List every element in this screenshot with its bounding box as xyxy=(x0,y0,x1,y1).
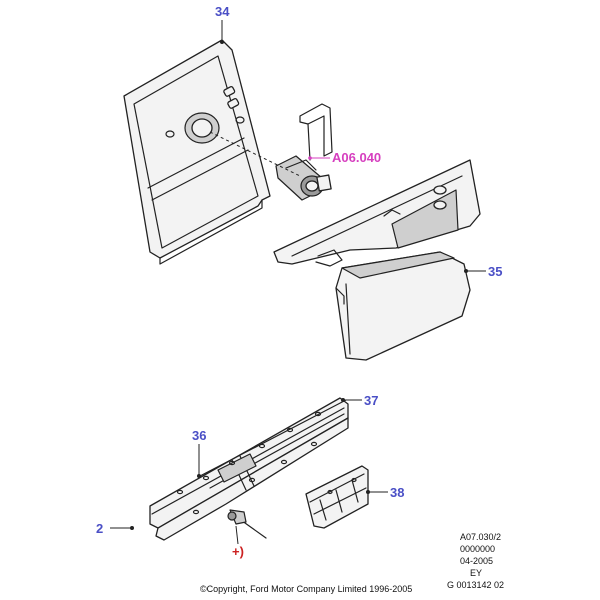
lock-cylinder xyxy=(275,155,332,201)
callout-37: 37 xyxy=(341,393,378,408)
callout-38: 38 xyxy=(366,485,404,500)
meta-line-4: EY xyxy=(470,568,482,578)
svg-text:35: 35 xyxy=(488,264,502,279)
note-mark: +) xyxy=(232,544,244,559)
rivet xyxy=(227,509,267,545)
meta-line-1: A07.030/2 xyxy=(460,532,501,542)
rail-holes xyxy=(176,411,322,515)
lock-clip xyxy=(299,103,333,161)
svg-text:2: 2 xyxy=(96,521,103,536)
meta-line-5: G 0013142 02 xyxy=(447,580,504,590)
metadata-block: A07.030/2 0000000 04-2005 EY G 0013142 0… xyxy=(447,532,504,590)
part-34-bracket-plate xyxy=(123,39,271,265)
reference-label: A06.040 xyxy=(332,150,381,165)
svg-text:38: 38 xyxy=(390,485,404,500)
callout-34: 34 xyxy=(215,4,230,44)
callout-2: 2 xyxy=(96,521,134,536)
part-35-tray xyxy=(273,159,481,361)
callout-35: 35 xyxy=(464,264,502,279)
meta-line-2: 0000000 xyxy=(460,544,495,554)
svg-text:37: 37 xyxy=(364,393,378,408)
svg-text:36: 36 xyxy=(192,428,206,443)
dashed-axis-line xyxy=(209,131,301,177)
callout-36: 36 xyxy=(192,428,206,478)
reference-a06-040: A06.040 xyxy=(308,150,381,165)
svg-text:34: 34 xyxy=(215,4,230,19)
part-38-small-bracket xyxy=(305,465,369,529)
meta-line-3: 04-2005 xyxy=(460,556,493,566)
part-36-rail xyxy=(149,397,349,541)
copyright: ©Copyright, Ford Motor Company Limited 1… xyxy=(200,584,412,594)
